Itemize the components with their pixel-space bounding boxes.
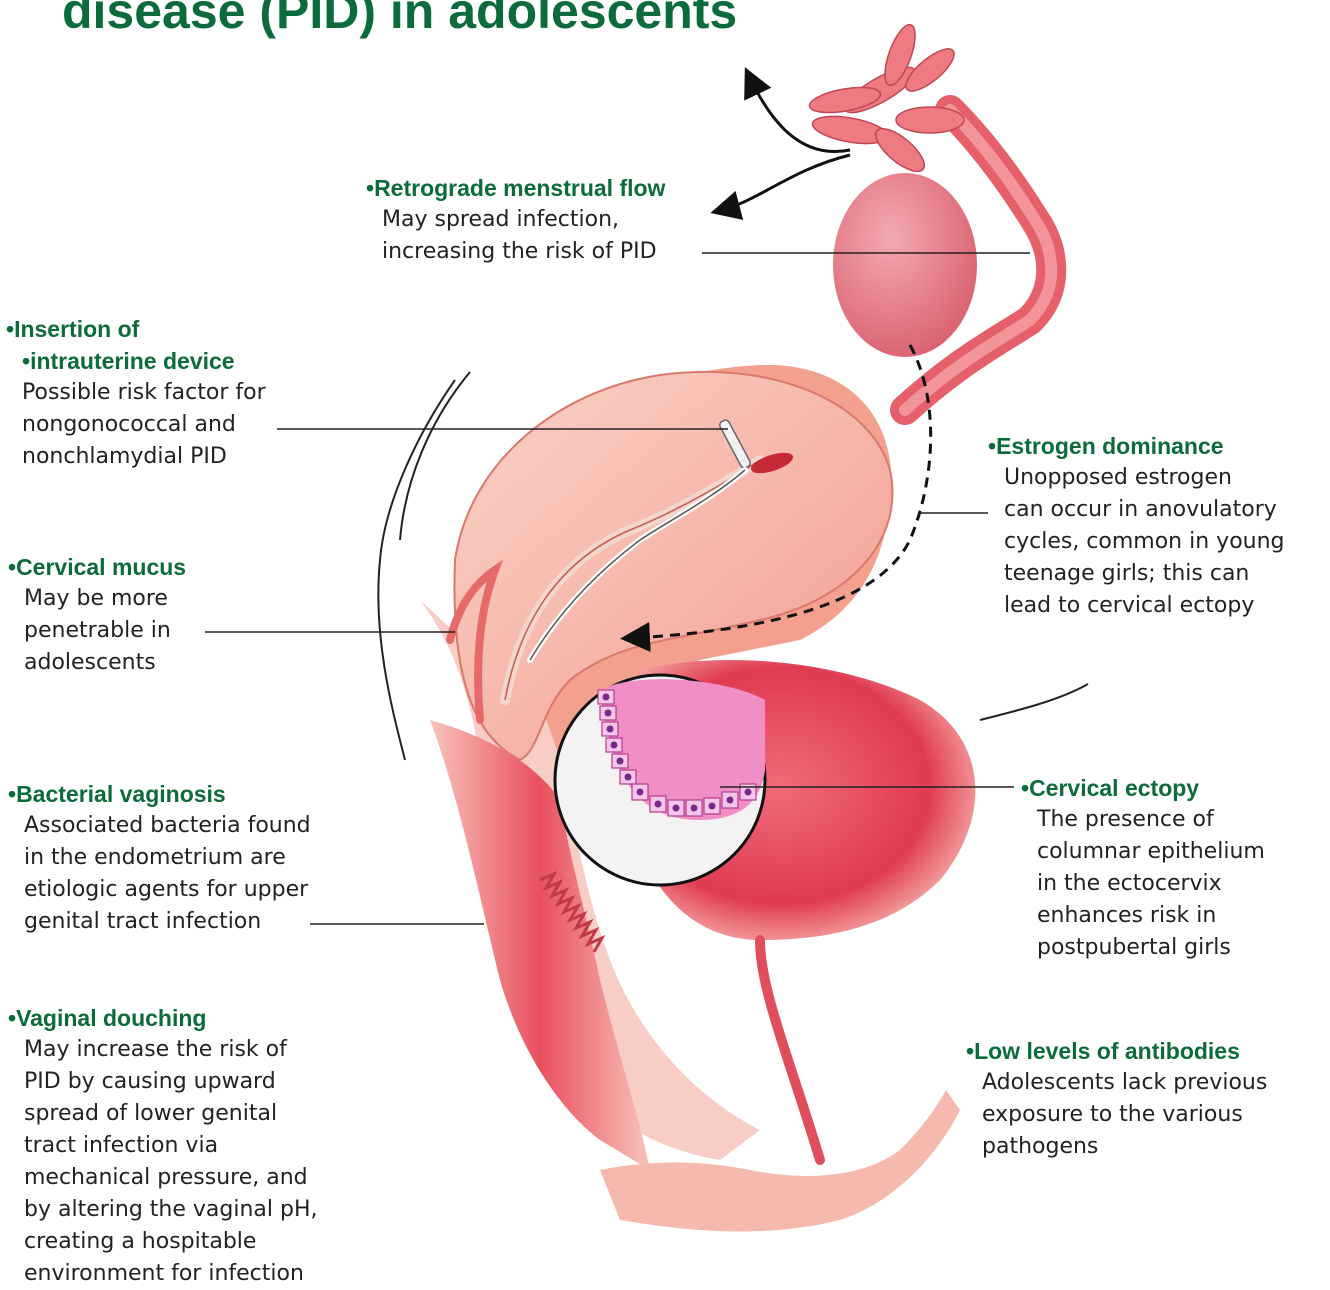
cervical-mucus-heading: Cervical mucus [8, 551, 186, 583]
vaginal-douching-line-8: environment for infection [8, 1258, 318, 1290]
antibodies-line-2: exposure to the various [966, 1099, 1267, 1131]
bacterial-vaginosis-line-3: etiologic agents for upper [8, 874, 311, 906]
vaginal-douching-label: Vaginal douching May increase the risk o… [8, 1002, 318, 1290]
bacterial-vaginosis-line-2: in the endometrium are [8, 842, 311, 874]
vaginal-douching-line-3: spread of lower genital [8, 1098, 318, 1130]
cervical-mucus-label: Cervical mucus May be more penetrable in… [8, 551, 186, 679]
cervical-ectopy-line-2: columnar epithelium [1021, 836, 1265, 868]
retrograde-flow-line-1: May spread infection, [366, 204, 665, 236]
vaginal-douching-heading: Vaginal douching [8, 1002, 318, 1034]
cervical-ectopy-line-1: The presence of [1021, 804, 1265, 836]
antibodies-label: Low levels of antibodies Adolescents lac… [966, 1035, 1267, 1163]
estrogen-label: Estrogen dominance Unopposed estrogen ca… [988, 430, 1285, 622]
antibodies-line-3: pathogens [966, 1131, 1267, 1163]
bacterial-vaginosis-line-1: Associated bacteria found [8, 810, 311, 842]
estrogen-line-1: Unopposed estrogen [988, 462, 1285, 494]
estrogen-line-4: teenage girls; this can [988, 558, 1285, 590]
cervical-ectopy-line-4: enhances risk in [1021, 900, 1265, 932]
vaginal-douching-line-7: creating a hospitable [8, 1226, 318, 1258]
urethra [760, 940, 820, 1160]
cervical-mucus-line-3: adolescents [8, 647, 186, 679]
retrograde-flow-label: Retrograde menstrual flow May spread inf… [366, 172, 665, 268]
bacterial-vaginosis-label: Bacterial vaginosis Associated bacteria … [8, 778, 311, 938]
iud-line-1: Possible risk factor for [6, 377, 266, 409]
cervical-mucus-line-1: May be more [8, 583, 186, 615]
cervical-mucus-line-2: penetrable in [8, 615, 186, 647]
antibodies-line-1: Adolescents lack previous [966, 1067, 1267, 1099]
estrogen-heading: Estrogen dominance [988, 430, 1285, 462]
bacterial-vaginosis-heading: Bacterial vaginosis [8, 778, 311, 810]
ovary [833, 173, 977, 357]
bacterial-vaginosis-line-4: genital tract infection [8, 906, 311, 938]
vaginal-douching-line-4: tract infection via [8, 1130, 318, 1162]
cervical-ectopy-label: Cervical ectopy The presence of columnar… [1021, 772, 1265, 964]
cervical-ectopy-magnifier [555, 675, 765, 885]
estrogen-line-3: cycles, common in young [988, 526, 1285, 558]
iud-heading-line-2: intrauterine device [6, 345, 266, 377]
cervical-ectopy-heading: Cervical ectopy [1021, 772, 1265, 804]
retrograde-flow-line-2: increasing the risk of PID [366, 236, 665, 268]
iud-heading-line-1: Insertion of [6, 313, 266, 345]
vaginal-douching-line-1: May increase the risk of [8, 1034, 318, 1066]
retrograde-flow-heading: Retrograde menstrual flow [366, 172, 665, 204]
iud-line-3: nonchlamydial PID [6, 441, 266, 473]
vaginal-douching-line-5: mechanical pressure, and [8, 1162, 318, 1194]
estrogen-line-2: can occur in anovulatory [988, 494, 1285, 526]
cervical-ectopy-line-5: postpubertal girls [1021, 932, 1265, 964]
vaginal-douching-line-6: by altering the vaginal pH, [8, 1194, 318, 1226]
vaginal-douching-line-2: PID by causing upward [8, 1066, 318, 1098]
antibodies-heading: Low levels of antibodies [966, 1035, 1267, 1067]
cervical-ectopy-line-3: in the ectocervix [1021, 868, 1265, 900]
estrogen-line-5: lead to cervical ectopy [988, 590, 1285, 622]
iud-line-2: nongonococcal and [6, 409, 266, 441]
iud-label: Insertion of intrauterine device Possibl… [6, 313, 266, 473]
